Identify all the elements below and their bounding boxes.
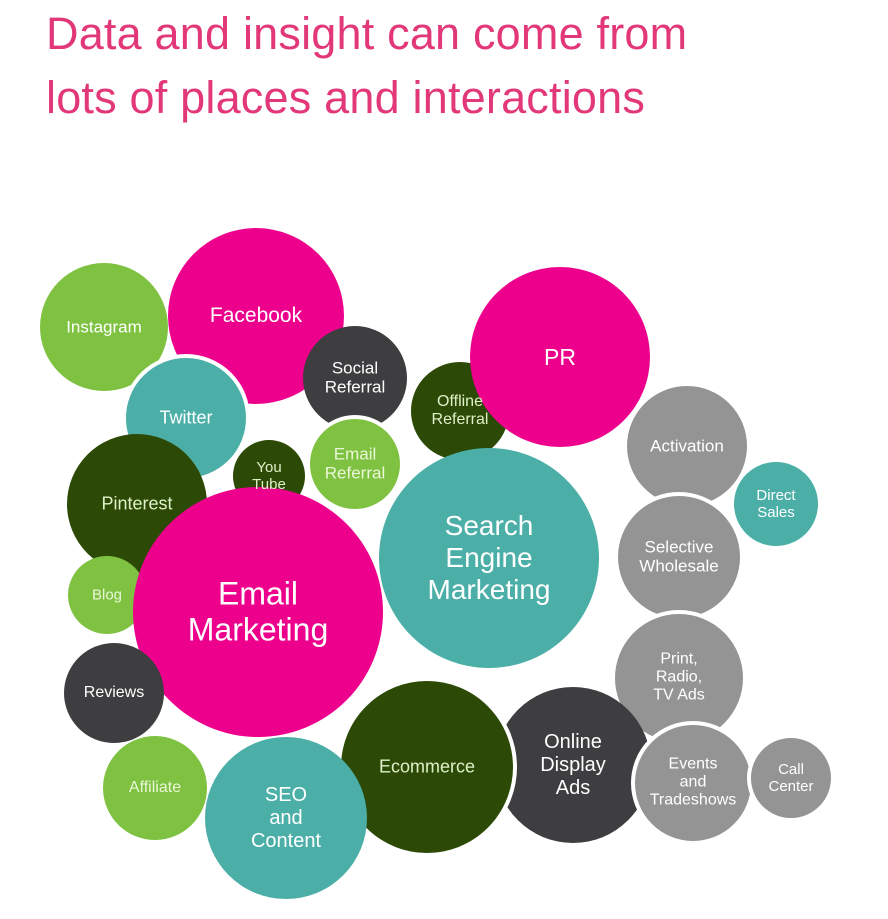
bubble-blog[interactable] xyxy=(68,556,146,634)
bubble-seo-and-content[interactable] xyxy=(205,737,367,899)
bubble-activation[interactable] xyxy=(623,382,751,510)
bubble-direct-sales[interactable] xyxy=(730,458,822,550)
bubble-reviews[interactable] xyxy=(64,643,164,743)
bubble-online-display-ads[interactable] xyxy=(495,687,651,843)
bubble-search-engine-marketing[interactable] xyxy=(379,448,599,668)
bubble-instagram[interactable] xyxy=(40,263,168,391)
bubble-call-center[interactable] xyxy=(747,734,835,822)
bubble-social-referral[interactable] xyxy=(303,326,407,430)
bubble-email-marketing[interactable] xyxy=(133,487,383,737)
page-title: Data and insight can come from lots of p… xyxy=(46,8,688,123)
bubble-email-referral[interactable] xyxy=(306,415,404,513)
bubble-shape-group xyxy=(40,228,835,899)
bubble-events-and-tradeshows[interactable] xyxy=(631,721,755,845)
bubble-affiliate[interactable] xyxy=(103,736,207,840)
bubble-pr[interactable] xyxy=(470,267,650,447)
title-block: Data and insight can come from lots of p… xyxy=(46,2,846,130)
bubble-selective-wholesale[interactable] xyxy=(614,492,744,622)
